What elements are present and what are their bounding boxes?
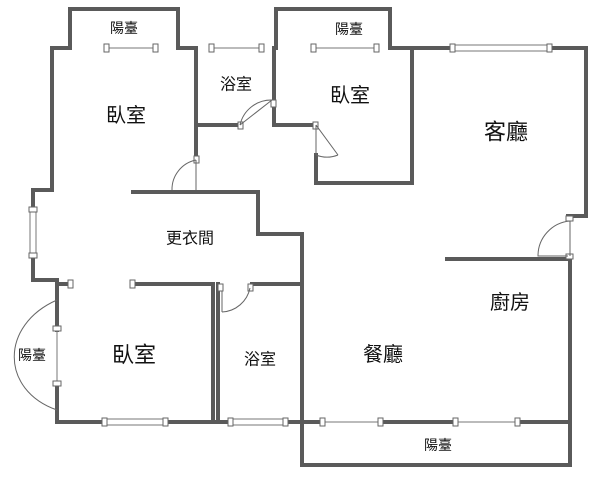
room-labels: 陽臺 陽臺 臥室 浴室 臥室 客廳 更衣間 廚房 陽臺 臥室 浴室 餐廳 陽臺 bbox=[18, 20, 530, 453]
jamb bbox=[217, 283, 224, 292]
wall-bath-top-right bbox=[272, 46, 318, 127]
jamb bbox=[129, 279, 136, 289]
jamb bbox=[208, 43, 215, 53]
label-balcony-left: 陽臺 bbox=[18, 347, 46, 363]
label-bedroom-top-mid: 臥室 bbox=[330, 84, 370, 107]
jamb bbox=[373, 43, 380, 53]
label-living-room: 客廳 bbox=[484, 120, 528, 145]
jamb bbox=[52, 325, 62, 332]
jamb bbox=[546, 43, 553, 53]
jamb bbox=[258, 43, 265, 53]
wall-closet-top bbox=[131, 190, 304, 467]
jamb bbox=[247, 283, 254, 292]
wall-left-lower bbox=[55, 381, 107, 424]
wall-balcony-bottom bbox=[300, 420, 572, 467]
label-balcony-top-mid: 陽臺 bbox=[335, 21, 363, 37]
jamb bbox=[162, 417, 169, 427]
wall-top-right bbox=[548, 46, 588, 218]
jamb bbox=[28, 252, 38, 259]
doors bbox=[13, 99, 571, 411]
wall-kitchen-top bbox=[445, 257, 572, 424]
jamb bbox=[67, 279, 74, 289]
label-dining-room: 餐廳 bbox=[363, 343, 403, 366]
jamb bbox=[310, 43, 317, 53]
door-living bbox=[537, 220, 571, 257]
jamb bbox=[101, 417, 108, 427]
wall-left-upper bbox=[31, 253, 59, 332]
label-bathroom-bottom: 浴室 bbox=[244, 351, 276, 369]
label-bathroom-top: 浴室 bbox=[220, 76, 252, 94]
wall-top-left-corner bbox=[31, 46, 72, 212]
jamb bbox=[282, 417, 289, 427]
label-kitchen: 廚房 bbox=[490, 290, 530, 314]
label-walk-in-closet: 更衣間 bbox=[166, 230, 214, 248]
label-bedroom-bottom-left: 臥室 bbox=[112, 343, 156, 368]
balcony-left-arc bbox=[13, 299, 58, 411]
walls bbox=[31, 7, 588, 467]
label-balcony-top-left: 陽臺 bbox=[110, 20, 138, 36]
jamb bbox=[514, 417, 521, 427]
jamb bbox=[452, 417, 459, 427]
jamb bbox=[449, 43, 456, 53]
jamb bbox=[152, 43, 159, 53]
jamb bbox=[319, 417, 326, 427]
door-bath-top bbox=[239, 99, 273, 126]
wall-bedroom-bl-top2 bbox=[131, 282, 232, 424]
jamb bbox=[52, 380, 62, 387]
label-bedroom-top-left: 臥室 bbox=[106, 104, 146, 127]
door-bedroom-tl bbox=[171, 159, 197, 191]
jamb bbox=[565, 215, 574, 222]
door-bath-bottom bbox=[221, 287, 251, 313]
windows bbox=[29, 44, 550, 426]
wall-bedroom-tm bbox=[314, 46, 414, 185]
jamb bbox=[377, 417, 384, 427]
wall-balcony-top-left bbox=[68, 7, 180, 50]
jamb bbox=[103, 43, 110, 53]
door-bedroom-tm bbox=[315, 124, 339, 158]
wall-balcony-top-mid bbox=[274, 7, 392, 50]
jambs bbox=[28, 43, 574, 427]
jamb bbox=[227, 417, 234, 427]
jamb bbox=[28, 206, 38, 213]
label-balcony-bottom: 陽臺 bbox=[424, 437, 452, 453]
jamb bbox=[270, 99, 277, 108]
